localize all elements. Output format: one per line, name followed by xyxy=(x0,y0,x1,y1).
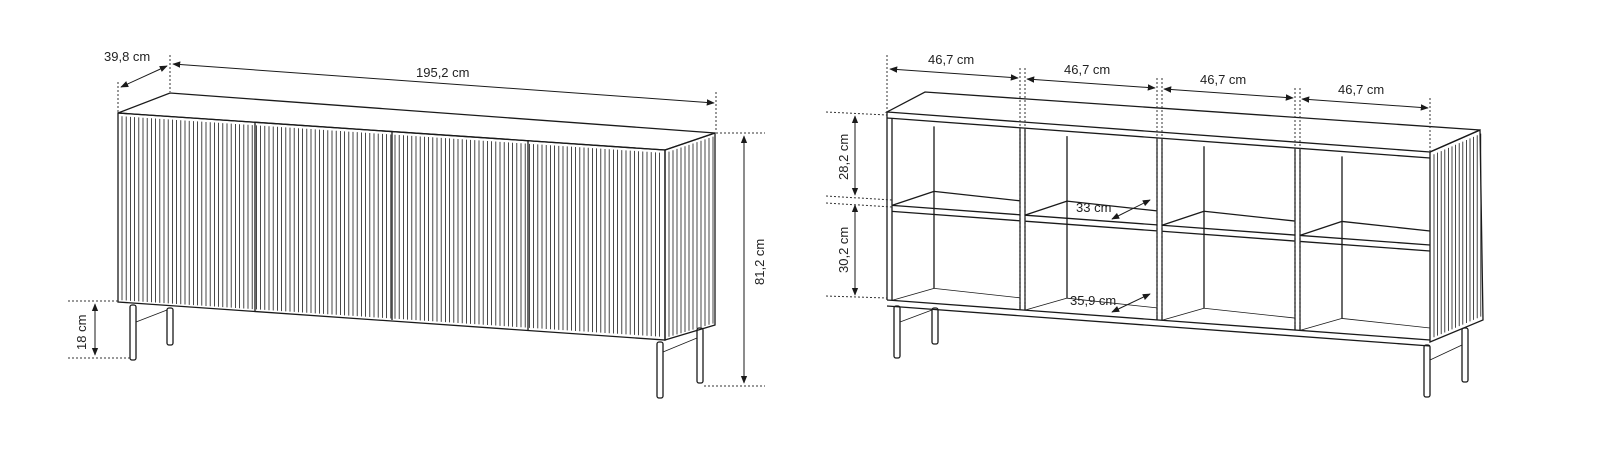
drawing-line xyxy=(891,190,935,206)
fluted-fronts xyxy=(121,116,660,337)
open-sideboard xyxy=(884,91,1484,398)
height-label: 81,2 cm xyxy=(752,239,767,285)
drawing-line xyxy=(1161,224,1296,236)
drawing-line xyxy=(1161,210,1205,226)
bottom-depth-label: 35,9 cm xyxy=(1070,293,1116,308)
drawing-line xyxy=(1341,220,1431,232)
drawing-line xyxy=(1341,318,1431,329)
upper-height-label: 28,2 cm xyxy=(836,134,851,180)
fluted-side xyxy=(668,136,714,337)
drawing-line xyxy=(1299,240,1431,252)
legs xyxy=(129,304,704,399)
side-face xyxy=(664,132,716,341)
closed-sideboard xyxy=(117,92,716,399)
compartment-width-label: 46,7 cm xyxy=(1200,72,1246,87)
fluted-side xyxy=(1433,133,1482,338)
top-surface xyxy=(884,91,1481,153)
drawing-line xyxy=(891,287,935,301)
drawing-line xyxy=(891,204,1021,216)
leg-height-label: 18 cm xyxy=(74,315,89,350)
open-dimensions: 46,7 cm 46,7 cm 46,7 cm 46,7 cm 28,2 cm … xyxy=(825,52,1431,325)
compartment-width-label: 46,7 cm xyxy=(928,52,974,67)
shelf-depth-label: 33 cm xyxy=(1076,200,1111,215)
compartments xyxy=(891,126,1431,331)
drawing-line xyxy=(1299,318,1343,331)
drawing-line xyxy=(933,190,1021,202)
drawing-line xyxy=(1024,214,1158,226)
compartment-width-label: 46,7 cm xyxy=(1338,82,1384,97)
drawing-line xyxy=(1024,297,1068,311)
side-face xyxy=(1429,129,1484,343)
drawing-line xyxy=(891,210,1021,222)
compartment-width-label: 46,7 cm xyxy=(1064,62,1110,77)
drawing-line xyxy=(1161,307,1205,321)
drawing-line xyxy=(1024,220,1158,232)
lower-height-label: 30,2 cm xyxy=(836,227,851,273)
legs xyxy=(893,305,1469,398)
drawing-line xyxy=(1203,210,1296,222)
drawing-line xyxy=(1161,230,1296,242)
drawing-line xyxy=(1299,234,1431,246)
drawing-line xyxy=(1299,220,1343,237)
drawing-line xyxy=(933,287,1021,299)
top-surface xyxy=(117,92,716,151)
depth-label: 39,8 cm xyxy=(104,49,150,64)
drawing-line xyxy=(1203,307,1296,319)
width-label: 195,2 cm xyxy=(416,65,469,80)
drawing-line xyxy=(1024,200,1068,216)
closed-dimensions: 39,8 cm 195,2 cm 81,2 cm 18 cm xyxy=(68,49,767,387)
